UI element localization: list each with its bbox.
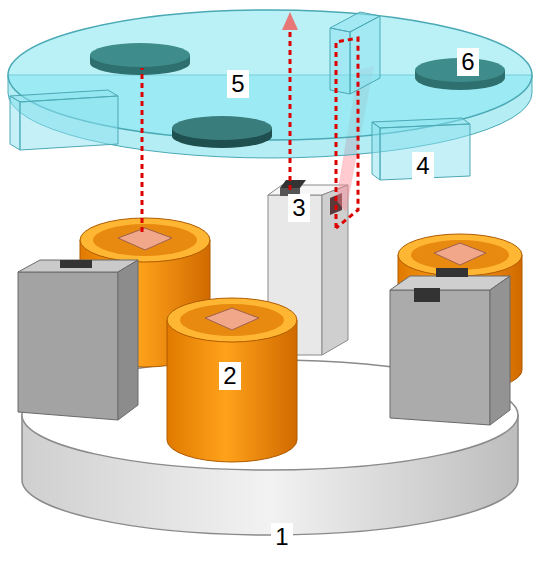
beam-arrowhead [282,12,298,30]
detector-cylinder [167,298,297,462]
callout-number: 1 [271,523,292,551]
callout-number: 4 [412,152,433,180]
callout-number: 2 [219,362,240,390]
callout-number: 3 [288,194,309,222]
callout-number: 6 [457,48,478,76]
electronics-box [390,268,510,425]
optical-prism [10,12,470,180]
electronics-box [18,260,138,420]
callout-number: 5 [227,70,248,98]
beam-path [142,30,358,232]
